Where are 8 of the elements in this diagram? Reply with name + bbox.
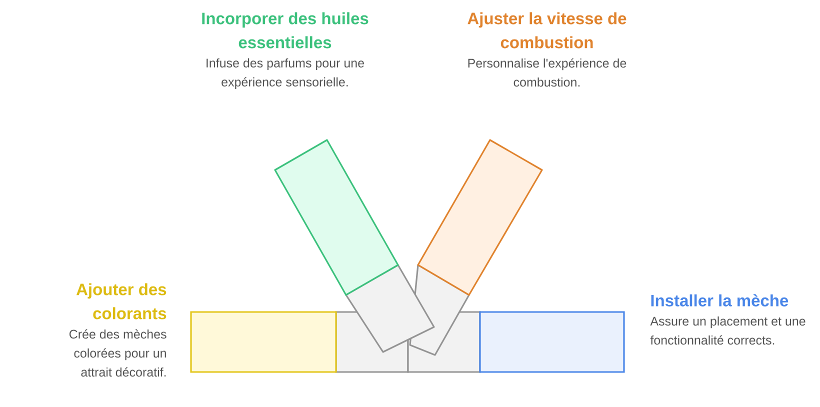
description: Crée des mèches colorées pour un attrait décoratif. <box>69 329 166 377</box>
description: Assure un placement et une fonctionnalité corrects. <box>650 316 806 345</box>
description: Infuse des parfums pour une expérience sensorielle. <box>206 58 364 89</box>
heading: Ajouter des colorants <box>76 283 166 320</box>
heading: Ajuster la vitesse de combustion <box>468 12 626 48</box>
heading: Incorporer des huiles essentielles <box>202 12 368 48</box>
heading: Installer la mèche <box>651 294 788 306</box>
description: Personnalise l'expérience de combustion. <box>468 58 626 87</box>
